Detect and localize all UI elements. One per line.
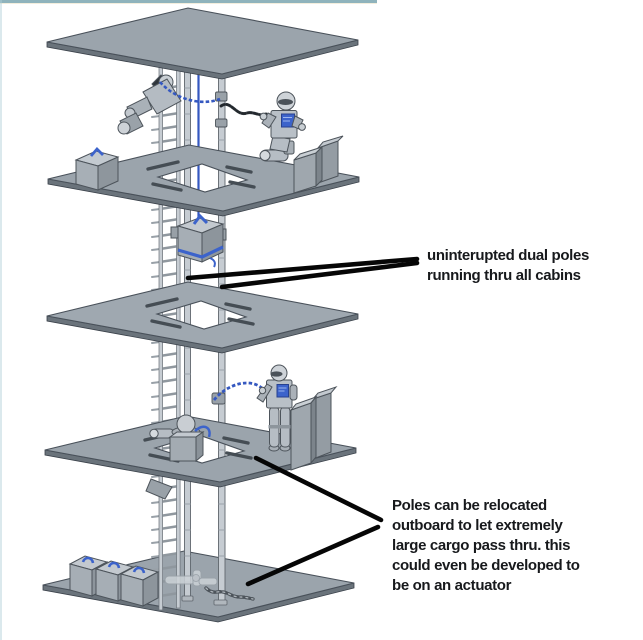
leader-line-pole-right [219,260,420,290]
leader-line-floor [245,524,381,587]
annotation-line: could even be developed to [392,557,580,574]
console-lower [289,385,338,471]
robot-upper-visor [278,99,293,105]
floor-chain [204,586,255,601]
leader-line-pole-left [185,256,420,281]
robot-lower [256,364,298,452]
annotation-line: be on an actuator [392,577,512,594]
annotation-line: outboard to let extremely [392,517,563,534]
cargo-box [170,213,227,268]
supply-box [74,146,120,191]
device-cable [159,81,221,104]
pump-machine [149,414,211,463]
platform-deck2 [47,144,360,217]
annotation-line: large cargo pass thru. this [392,537,571,554]
top-accent-bar [0,0,377,3]
ladder-wedge [145,478,173,500]
top-accent-bar-secondary [0,3,377,4]
robot-lower-visor [270,371,283,377]
leader-line-deck4 [253,455,384,523]
annotation-line: Poles can be relocated [392,497,547,514]
storage-boxes [68,555,160,607]
annotation-relocated-poles: Poles can be relocated outboard to let e… [392,496,580,596]
annotation-line: running thru all cabins [427,267,581,284]
robot-hose [219,102,268,117]
leader-lines [185,256,420,587]
console-upper [293,135,344,194]
left-accent-line [0,0,2,640]
platform-roof [46,7,359,80]
floor-pipes [164,569,218,587]
platform-deck3 [46,281,359,354]
robot-upper [259,91,306,162]
lower-cable [211,381,266,405]
annotation-dual-poles: uninterupted dual poles running thru all… [427,246,589,286]
annotation-line: uninterupted dual poles [427,247,589,264]
angled-device [117,74,221,135]
